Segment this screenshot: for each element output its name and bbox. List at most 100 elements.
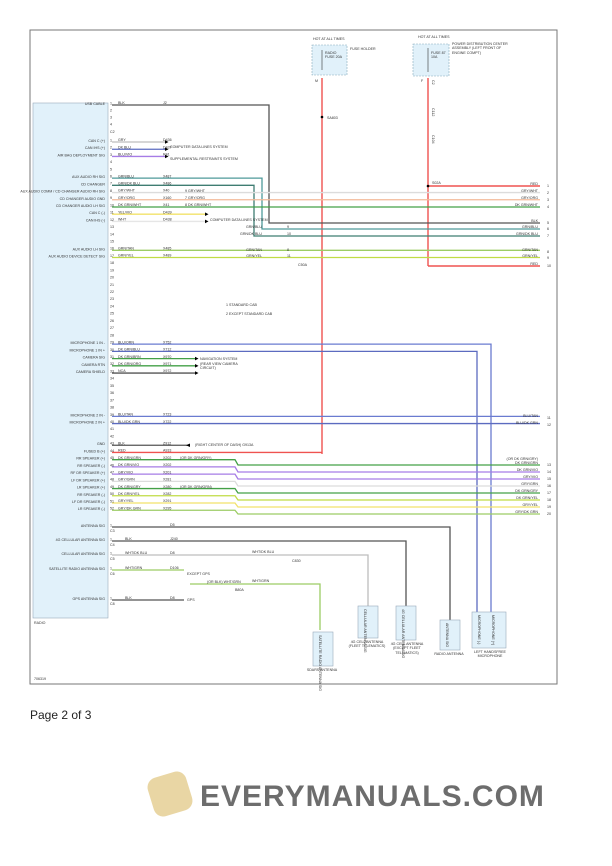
- circuit-label: D437: [163, 145, 172, 149]
- circuit-label: D438: [163, 218, 172, 222]
- connector-label: C6: [110, 572, 115, 576]
- wire-color-label: DK GRN/VIO: [118, 463, 139, 467]
- circuit-label: X489: [163, 254, 171, 258]
- circuit-label: X485: [163, 247, 171, 251]
- pin-label: GPS ANTENNA SIG: [72, 597, 105, 601]
- right-pin-number: 18: [547, 498, 551, 502]
- pin-label: LF DR SPEAKER (+): [71, 478, 105, 482]
- pin-number: 38: [110, 406, 114, 410]
- pin-label: LF DR SPEAKER (-): [72, 500, 105, 504]
- wire-color-label: DK GRN/BRN: [118, 355, 141, 359]
- right-pin-number: 16: [547, 484, 551, 488]
- arrow-icon: [195, 356, 199, 361]
- pin-label: GND: [97, 442, 105, 446]
- fuse-name: FUSE 87 10A: [431, 51, 446, 60]
- right-wire-label: BLU/TAN: [523, 414, 538, 418]
- right-wire-label: BLK: [531, 219, 538, 223]
- component-name: 4G CELL ANTENNA (FLEET TELEMATICS): [348, 640, 386, 649]
- right-pin-number: 14: [547, 470, 551, 474]
- pin-label: CAMERA SIG: [83, 356, 106, 360]
- fuse-pin: F: [421, 79, 424, 83]
- right-pin-number: 13: [547, 463, 551, 467]
- arrow-icon: [195, 371, 199, 375]
- arrow-icon: [165, 154, 169, 159]
- wire: [112, 459, 540, 466]
- wire-color-label: DK GRN/ORG: [118, 362, 141, 366]
- dest-navigation: NAVIGATION SYSTEM (REAR VIEW CAMERA CIRC…: [200, 357, 238, 370]
- wire-color-label: WHT: [118, 218, 127, 222]
- right-wire-label: GRY/ORG: [521, 196, 538, 200]
- connector-label: C4: [110, 543, 115, 547]
- circuit-label: X723: [163, 413, 171, 417]
- dest-computer-data-2: COMPUTER DATA LINES SYSTEM: [210, 218, 268, 222]
- pin-number: 14: [110, 232, 114, 236]
- wire-color-label: GRN/YEL: [118, 254, 134, 258]
- circuit-label: J2: [163, 101, 167, 105]
- except-gps-label: EXCEPT GPS: [187, 572, 211, 576]
- connector-label: C2: [110, 130, 115, 134]
- pin-number: 44: [110, 449, 114, 453]
- pin-number: 22: [110, 290, 114, 294]
- pin-number: 25: [110, 312, 114, 316]
- wire-color-label: GRY/WHT: [118, 189, 136, 193]
- circuit-label: X160: [163, 196, 171, 200]
- circuit-label: X280: [163, 485, 171, 489]
- inline-pin-label: 7 GRY/ORG: [185, 196, 205, 200]
- right-wire-label: DK GRN/GRY: [515, 489, 538, 493]
- pin-label: CD CHANGER: [81, 182, 106, 186]
- right-wire-label: GRN/BLU: [522, 225, 538, 229]
- pin-label: AUX AUDIO RH SIG: [72, 175, 105, 179]
- circuit-label: X972: [163, 369, 171, 373]
- circuit-label: X281: [163, 478, 171, 482]
- right-wire-label: BLU/DK GRN: [516, 421, 538, 425]
- wire: [112, 540, 407, 608]
- right-wire-label: GRY/VIO: [523, 475, 538, 479]
- pin-number: 18: [110, 261, 114, 265]
- pin-number: 49: [110, 485, 114, 489]
- circuit-label: D8: [170, 551, 175, 555]
- inline-pin-label: 9: [287, 225, 289, 229]
- wire-color-label: DK GRN/GRN: [118, 456, 141, 460]
- pin-label: ANTENNA SIG: [81, 524, 105, 528]
- pin-number: 19: [110, 268, 114, 272]
- pin-number: 5: [110, 167, 112, 171]
- alt-wire-label: (OR DK GRN/GRN): [180, 485, 212, 489]
- pin-number: 21: [110, 283, 114, 287]
- right-wire-label: GRY/GRN: [521, 482, 538, 486]
- right-pin-number: 20: [547, 512, 551, 516]
- pin-number: 23: [110, 297, 114, 301]
- pin-number: 11: [110, 211, 114, 215]
- wire-color-label: GRY/ORG: [118, 196, 135, 200]
- legend-1: 1 STANDARD CAB: [226, 303, 257, 307]
- component-pin-label: 4G CELLULAR ANTENNA SIG: [401, 609, 405, 659]
- pin-number: 30: [110, 348, 114, 352]
- pin-number: 31: [110, 355, 114, 359]
- wire: [112, 509, 540, 515]
- circuit-label: D5: [170, 523, 175, 527]
- pin-label: RR SPEAKER (-): [77, 493, 105, 497]
- fuse-pin: M: [315, 79, 318, 83]
- circuit-label: X40: [163, 189, 169, 193]
- arrow-icon: [205, 212, 209, 216]
- wire: [112, 350, 478, 612]
- diagram-frame: [29, 29, 558, 685]
- circuit-label: X291: [163, 499, 171, 503]
- circuit-label: X752: [163, 340, 171, 344]
- inline-connector-label: C50A: [298, 263, 308, 267]
- pin-number: 3: [110, 153, 112, 157]
- legend-2: 2 EXCEPT STANDARD CAB: [226, 312, 273, 316]
- wire: [112, 466, 540, 473]
- right-wire-label: GRY/DK GRN: [515, 510, 538, 514]
- pin-number: 28: [110, 333, 114, 337]
- connector-c104-label: C104: [431, 135, 435, 144]
- arrow-icon: [195, 364, 199, 368]
- wires: [112, 104, 540, 630]
- circuit-label: D439: [163, 210, 172, 214]
- radio-fuse: HOT AT ALL TIMES RADIO FUSE 20A FUSE HOL…: [311, 37, 376, 83]
- pin-number: 1: [110, 523, 112, 527]
- hot-label: HOT AT ALL TIMES: [418, 35, 450, 39]
- pin-number: 1: [110, 551, 112, 555]
